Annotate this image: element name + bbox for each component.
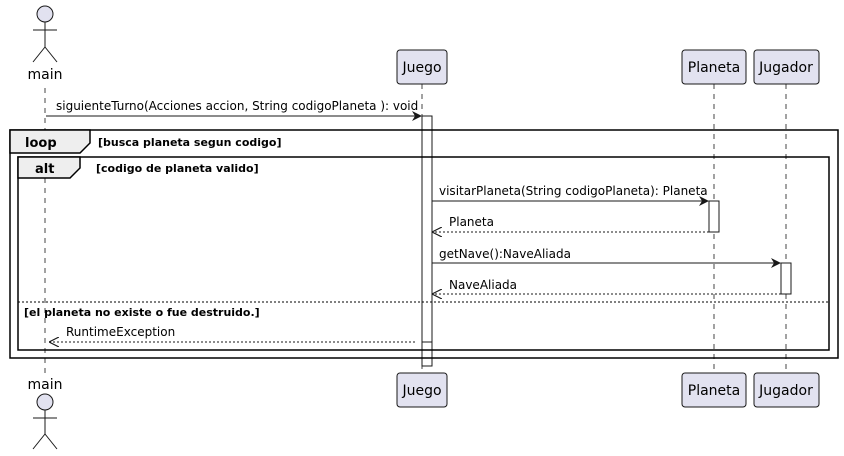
participant-planeta-top: Planeta [681, 49, 747, 85]
participant-jugador-bottom: Jugador [753, 372, 820, 408]
participant-label: Planeta [688, 383, 740, 399]
loop-keyword: loop [25, 136, 57, 151]
message-label: visitarPlaneta(String codigoPlaneta): Pl… [439, 184, 708, 198]
message-label: NaveAliada [449, 278, 517, 292]
message-runtime-exception: RuntimeException [50, 325, 415, 342]
participant-label: Jugador [758, 383, 813, 399]
message-label: getNave():NaveAliada [439, 247, 571, 261]
activation-planeta [708, 200, 720, 233]
participant-jugador-top: Jugador [753, 49, 820, 85]
alt-else-condition: [el planeta no existe o fue destruido.] [24, 306, 260, 319]
loop-fragment: loop [busca planeta segun codigo] [9, 129, 839, 359]
actor-head-icon [36, 393, 54, 411]
message-siguiente-turno: siguienteTurno(Acciones accion, String c… [46, 99, 422, 121]
participant-label: Juego [401, 383, 441, 399]
message-return-nave-aliada: NaveAliada [433, 278, 781, 294]
participant-planeta-bottom: Planeta [681, 372, 747, 408]
actor-head-icon [36, 5, 54, 23]
message-label: Planeta [449, 215, 494, 229]
activation-juego-inner [421, 341, 433, 351]
participant-label: Planeta [688, 60, 740, 76]
message-label: RuntimeException [66, 325, 175, 339]
activation-jugador [780, 262, 792, 295]
alt-fragment: alt [codigo de planeta valido] [el plane… [17, 156, 830, 351]
loop-condition: [busca planeta segun codigo] [98, 136, 281, 149]
participant-label: Juego [401, 60, 441, 76]
message-label: siguienteTurno(Acciones accion, String c… [56, 99, 418, 113]
message-get-nave: getNave():NaveAliada [432, 247, 781, 268]
activation-juego [421, 115, 433, 367]
actor-label: main [28, 377, 63, 393]
message-return-planeta: Planeta [433, 215, 709, 232]
message-visitar-planeta: visitarPlaneta(String codigoPlaneta): Pl… [432, 184, 709, 206]
actor-label: main [28, 67, 63, 83]
actor-main-top: main [28, 5, 63, 83]
alt-keyword: alt [35, 162, 54, 177]
alt-condition: [codigo de planeta valido] [96, 162, 259, 175]
participant-juego-top: Juego [396, 49, 448, 85]
participant-juego-bottom: Juego [396, 372, 448, 408]
participant-label: Jugador [758, 60, 813, 76]
actor-main-bottom: main [28, 377, 63, 450]
